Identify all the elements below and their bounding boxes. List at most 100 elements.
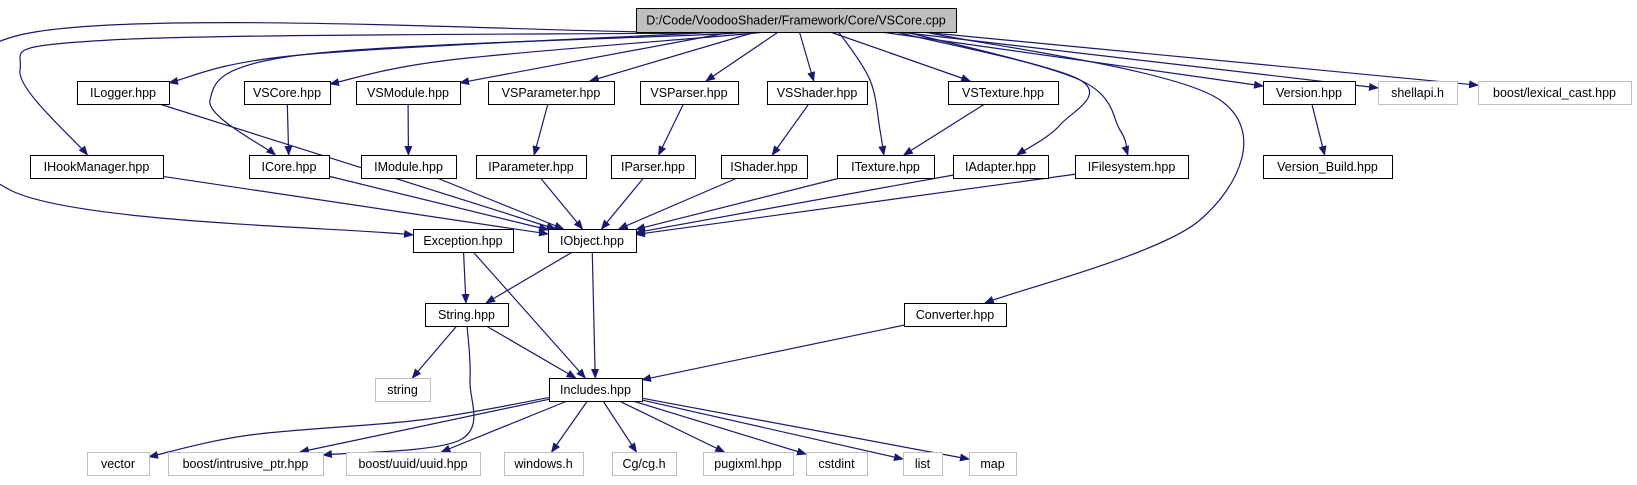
node-box (549, 378, 643, 402)
node-box (948, 81, 1059, 105)
edge-iparser-to-iobject (600, 177, 644, 230)
edge-includes-to-uuid (440, 400, 568, 453)
node-exception[interactable]: Exception.hpp (413, 229, 514, 253)
node-box (1478, 81, 1632, 105)
node-ifilesystem[interactable]: IFilesystem.hpp (1075, 155, 1189, 179)
node-label: boost/lexical_cast.hpp (1493, 86, 1616, 100)
node-includes[interactable]: Includes.hpp (549, 378, 643, 402)
node-intrusive: boost/intrusive_ptr.hpp (168, 452, 324, 476)
edge-vstexture-to-itexture (902, 103, 986, 156)
node-label: IShader.hpp (730, 160, 797, 174)
node-box (903, 452, 943, 476)
node-box (504, 452, 584, 476)
edge-includes-to-pugixml (618, 400, 726, 453)
edge-iadapter-to-iobject (635, 174, 954, 235)
edge-iobject-to-includes (591, 251, 600, 379)
node-label: Exception.hpp (423, 234, 502, 248)
node-uuid: boost/uuid/uuid.hpp (346, 452, 481, 476)
node-label: VSModule.hpp (367, 86, 449, 100)
node-vsmodule[interactable]: VSModule.hpp (356, 81, 461, 105)
node-layer: D:/Code/VoodooShader/Framework/Core/VSCo… (30, 8, 1632, 476)
edge-version-to-version_build (1311, 103, 1327, 156)
node-box (77, 81, 170, 105)
node-imodule[interactable]: IModule.hpp (361, 155, 457, 179)
node-label: ITexture.hpp (851, 160, 920, 174)
node-label: string (387, 383, 418, 397)
edge-includes-to-list (641, 399, 904, 462)
node-itexture[interactable]: ITexture.hpp (837, 155, 935, 179)
node-box (837, 155, 935, 179)
node-ishader[interactable]: IShader.hpp (721, 155, 808, 179)
node-cg: Cg/cg.h (612, 452, 677, 476)
node-label: list (915, 457, 931, 471)
node-list: list (903, 452, 943, 476)
node-iadapter[interactable]: IAdapter.hpp (953, 155, 1049, 179)
edge-root-to-ilogger (168, 30, 733, 85)
node-vscore_h[interactable]: VSCore.hpp (244, 81, 331, 105)
node-box (249, 155, 330, 179)
edge-ihookmanager-to-iobject (162, 175, 549, 237)
node-label: Converter.hpp (916, 308, 995, 322)
node-label: boost/intrusive_ptr.hpp (183, 457, 309, 471)
node-vsparser[interactable]: VSParser.hpp (640, 81, 739, 105)
node-version[interactable]: Version.hpp (1263, 81, 1356, 105)
node-ilogger[interactable]: ILogger.hpp (77, 81, 170, 105)
node-vstexture[interactable]: VSTexture.hpp (948, 81, 1059, 105)
edge-icore-to-iobject (328, 175, 549, 232)
node-icore[interactable]: ICore.hpp (249, 155, 330, 179)
node-box (361, 155, 457, 179)
node-box (1075, 155, 1189, 179)
node-box (703, 452, 794, 476)
node-iobject[interactable]: IObject.hpp (548, 229, 637, 253)
node-box (346, 452, 481, 476)
node-label: map (980, 457, 1004, 471)
node-lexical: boost/lexical_cast.hpp (1478, 81, 1632, 105)
node-box (1263, 81, 1356, 105)
node-label: String.hpp (438, 308, 495, 322)
node-vsparameter[interactable]: VSParameter.hpp (488, 81, 615, 105)
node-label: Version.hpp (1276, 86, 1342, 100)
node-string_std: string (375, 378, 431, 402)
edge-ishader-to-iobject (617, 177, 738, 230)
node-converter[interactable]: Converter.hpp (904, 303, 1007, 327)
node-box (548, 229, 637, 253)
edge-vsshader-to-ishader (771, 103, 810, 156)
node-box (806, 452, 868, 476)
node-label: Includes.hpp (560, 383, 631, 397)
node-label: VSShader.hpp (777, 86, 858, 100)
node-string_h[interactable]: String.hpp (425, 303, 509, 327)
node-label: VSParser.hpp (650, 86, 727, 100)
edge-vscore_h-to-icore (284, 103, 293, 156)
node-label: shellapi.h (1391, 86, 1444, 100)
edge-itexture-to-iobject (635, 177, 841, 232)
edge-string_h-to-includes (485, 325, 577, 379)
edge-imodule-to-iobject (436, 177, 565, 230)
node-label: IParameter.hpp (488, 160, 574, 174)
node-ihookmanager[interactable]: IHookManager.hpp (30, 155, 164, 179)
node-root[interactable]: D:/Code/VoodooShader/Framework/Core/VSCo… (636, 8, 957, 33)
node-box (1263, 155, 1393, 179)
node-box (425, 303, 509, 327)
node-iparameter[interactable]: IParameter.hpp (476, 155, 587, 179)
node-shellapi: shellapi.h (1378, 81, 1458, 105)
node-version_build[interactable]: Version_Build.hpp (1263, 155, 1393, 179)
node-iparser[interactable]: IParser.hpp (611, 155, 696, 179)
node-label: IParser.hpp (621, 160, 685, 174)
node-box (611, 155, 696, 179)
edge-exception-to-string_h (461, 251, 470, 304)
edge-root-to-vstexture (830, 31, 972, 82)
node-label: Version_Build.hpp (1277, 160, 1378, 174)
node-cstdint: cstdint (806, 452, 868, 476)
node-box (767, 81, 868, 105)
node-box (30, 155, 164, 179)
node-vsshader[interactable]: VSShader.hpp (767, 81, 868, 105)
edge-vsparameter-to-iparameter (532, 103, 549, 156)
edge-root-to-vsparser (705, 31, 779, 82)
node-label: IHookManager.hpp (44, 160, 150, 174)
edge-includes-to-intrusive (298, 398, 550, 455)
edge-string_h-to-string_std (411, 325, 458, 379)
edge-includes-to-cg (602, 400, 638, 453)
node-label: IFilesystem.hpp (1088, 160, 1176, 174)
node-label: IAdapter.hpp (965, 160, 1036, 174)
node-label: D:/Code/VoodooShader/Framework/Core/VSCo… (646, 14, 946, 28)
